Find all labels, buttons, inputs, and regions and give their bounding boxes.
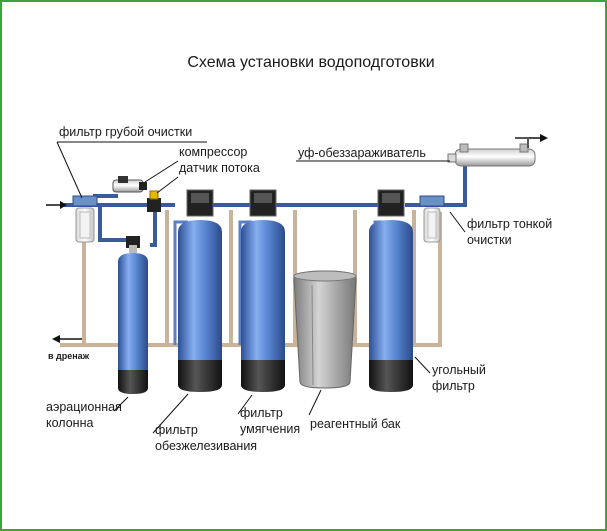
coarse-filter-label: фильтр грубой очистки bbox=[59, 125, 192, 139]
aeration-column-label-line1: аэрационная bbox=[46, 400, 122, 414]
flow-sensor-label: датчик потока bbox=[179, 161, 260, 175]
compressor-label: компрессор bbox=[179, 145, 247, 159]
iron-removal-label-line1: фильтр bbox=[155, 423, 198, 437]
softener-label-line2: умягчения bbox=[240, 422, 300, 436]
carbon-filter-label-line1: угольный bbox=[432, 363, 486, 377]
brine-tank-label: реагентный бак bbox=[310, 417, 401, 431]
iron-removal-filter bbox=[178, 189, 222, 392]
inlet-arrow bbox=[46, 201, 67, 209]
diagram-title: Схема установки водоподготовки bbox=[187, 54, 434, 71]
coarse-filter bbox=[72, 195, 98, 243]
drain-arrow bbox=[52, 335, 82, 343]
fine-filter bbox=[419, 195, 445, 243]
fine-filter-label-line2: очистки bbox=[467, 233, 512, 247]
carbon-filter-label-line2: фильтр bbox=[432, 379, 475, 393]
leader-lines bbox=[56, 141, 466, 434]
compressor bbox=[112, 176, 147, 193]
flow-sensor bbox=[147, 190, 161, 212]
brine-tank bbox=[293, 270, 357, 389]
softener-label-line1: фильтр bbox=[240, 406, 283, 420]
uv-sterilizer bbox=[447, 137, 536, 167]
uv-sterilizer-label: уф-обеззараживатель bbox=[298, 146, 426, 160]
drain-label: в дренаж bbox=[48, 351, 90, 361]
aeration-column-label-line2: колонна bbox=[46, 416, 93, 430]
aeration-column bbox=[118, 236, 148, 394]
iron-removal-label-line2: обезжелезивания bbox=[155, 439, 257, 453]
softener-filter bbox=[241, 189, 285, 392]
carbon-filter bbox=[369, 189, 413, 392]
fine-filter-label-line1: фильтр тонкой bbox=[467, 217, 552, 231]
